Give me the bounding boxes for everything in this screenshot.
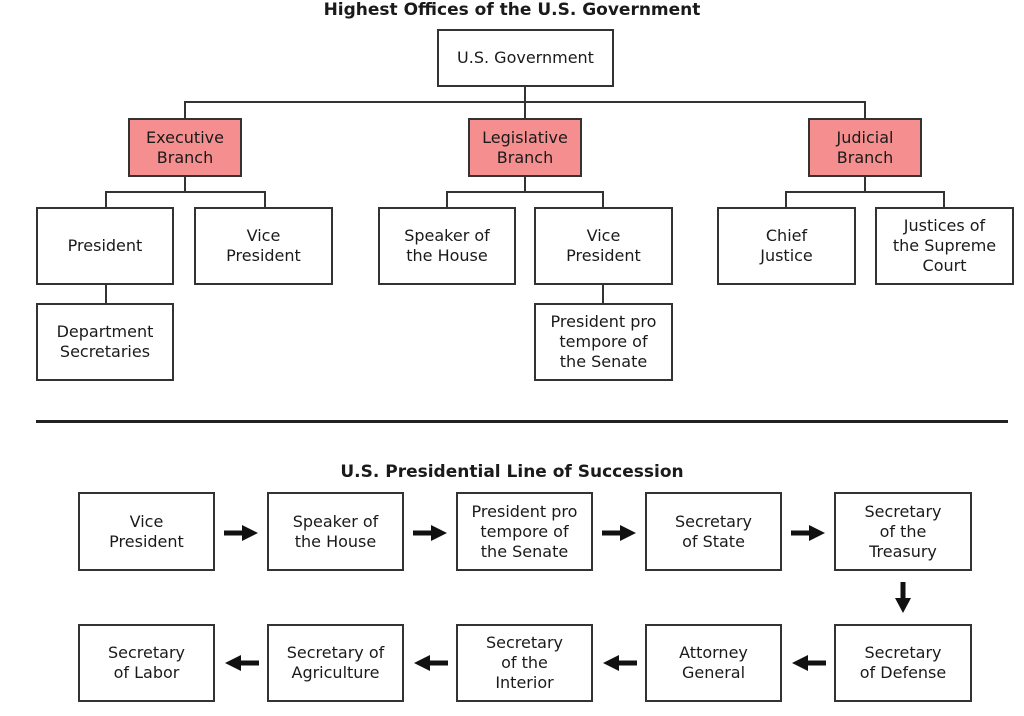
arrow-left-icon bbox=[792, 655, 826, 671]
arrow-down-icon bbox=[895, 582, 911, 613]
connector bbox=[864, 101, 866, 120]
succession-step-1: Vice President bbox=[78, 492, 215, 571]
connector bbox=[602, 284, 604, 305]
connector bbox=[105, 284, 107, 305]
arrow-right-icon bbox=[224, 525, 258, 541]
arrow-left-icon bbox=[603, 655, 637, 671]
speaker-of-the-house-box: Speaker of the House bbox=[378, 207, 516, 285]
executive-branch-box: Executive Branch bbox=[128, 118, 242, 177]
connector bbox=[524, 176, 526, 192]
arrow-right-icon bbox=[602, 525, 636, 541]
arrow-right-icon bbox=[413, 525, 447, 541]
connector bbox=[446, 191, 448, 208]
succession-title: U.S. Presidential Line of Succession bbox=[340, 462, 684, 482]
connector bbox=[864, 176, 866, 192]
president-pro-tempore-box: President pro tempore of the Senate bbox=[534, 303, 673, 381]
connector bbox=[264, 191, 266, 208]
connector bbox=[785, 191, 787, 208]
connector bbox=[105, 191, 107, 208]
succession-step-5: Secretary of the Treasury bbox=[834, 492, 972, 571]
connector bbox=[524, 101, 526, 120]
arrow-left-icon bbox=[414, 655, 448, 671]
connector bbox=[602, 191, 604, 208]
chief-justice-box: Chief Justice bbox=[717, 207, 856, 285]
succession-step-2: Speaker of the House bbox=[267, 492, 404, 571]
arrow-left-icon bbox=[225, 655, 259, 671]
president-box: President bbox=[36, 207, 174, 285]
connector bbox=[105, 191, 265, 193]
us-government-box: U.S. Government bbox=[437, 29, 614, 87]
succession-step-8: Secretary of the Interior bbox=[456, 624, 593, 702]
arrow-right-icon bbox=[791, 525, 825, 541]
org-chart-title: Highest Offices of the U.S. Government bbox=[323, 0, 701, 20]
vice-president-box: Vice President bbox=[194, 207, 333, 285]
succession-step-3: President pro tempore of the Senate bbox=[456, 492, 593, 571]
connector bbox=[184, 101, 186, 120]
succession-step-10: Secretary of Labor bbox=[78, 624, 215, 702]
section-divider bbox=[36, 420, 1008, 423]
connector bbox=[943, 191, 945, 208]
connector bbox=[785, 191, 945, 193]
connector bbox=[446, 191, 604, 193]
senate-vice-president-box: Vice President bbox=[534, 207, 673, 285]
succession-step-9: Secretary of Agriculture bbox=[267, 624, 404, 702]
succession-step-7: Attorney General bbox=[645, 624, 782, 702]
judicial-branch-box: Judicial Branch bbox=[808, 118, 922, 177]
supreme-court-justices-box: Justices of the Supreme Court bbox=[875, 207, 1014, 285]
legislative-branch-box: Legislative Branch bbox=[468, 118, 582, 177]
department-secretaries-box: Department Secretaries bbox=[36, 303, 174, 381]
connector bbox=[524, 86, 526, 102]
succession-step-6: Secretary of Defense bbox=[834, 624, 972, 702]
succession-step-4: Secretary of State bbox=[645, 492, 782, 571]
connector bbox=[184, 176, 186, 192]
